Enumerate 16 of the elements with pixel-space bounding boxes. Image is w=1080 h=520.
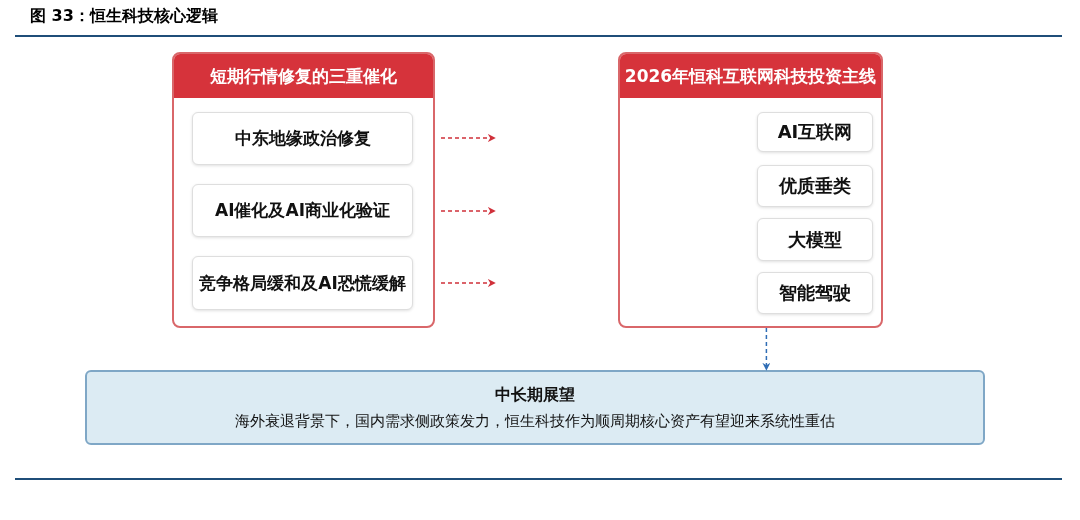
figure-title: 图 33：恒生科技核心逻辑 — [30, 6, 218, 27]
panel — [172, 52, 435, 328]
item-box: 中东地缘政治修复 — [192, 112, 413, 165]
item-box: 智能驾驶 — [757, 272, 873, 314]
item-box: AI催化及AI商业化验证 — [192, 184, 413, 237]
item-box: AI互联网 — [757, 112, 873, 152]
outlook-box — [85, 370, 985, 445]
panel-heading: 2026年恒科互联网科技投资主线 — [620, 54, 881, 98]
item-box: 竞争格局缓和及AI恐慌缓解 — [192, 256, 413, 310]
outlook-text: 海外衰退背景下，国内需求侧政策发力，恒生科技作为顺周期核心资产有望迎来系统性重估 — [235, 411, 835, 431]
outlook-heading: 中长期展望 — [495, 384, 575, 406]
item-box: 大模型 — [757, 218, 873, 261]
item-box: 优质垂类 — [757, 165, 873, 207]
dashed-arrow — [762, 327, 771, 371]
panel — [618, 52, 883, 328]
panel-heading: 短期行情修复的三重催化 — [174, 54, 433, 98]
